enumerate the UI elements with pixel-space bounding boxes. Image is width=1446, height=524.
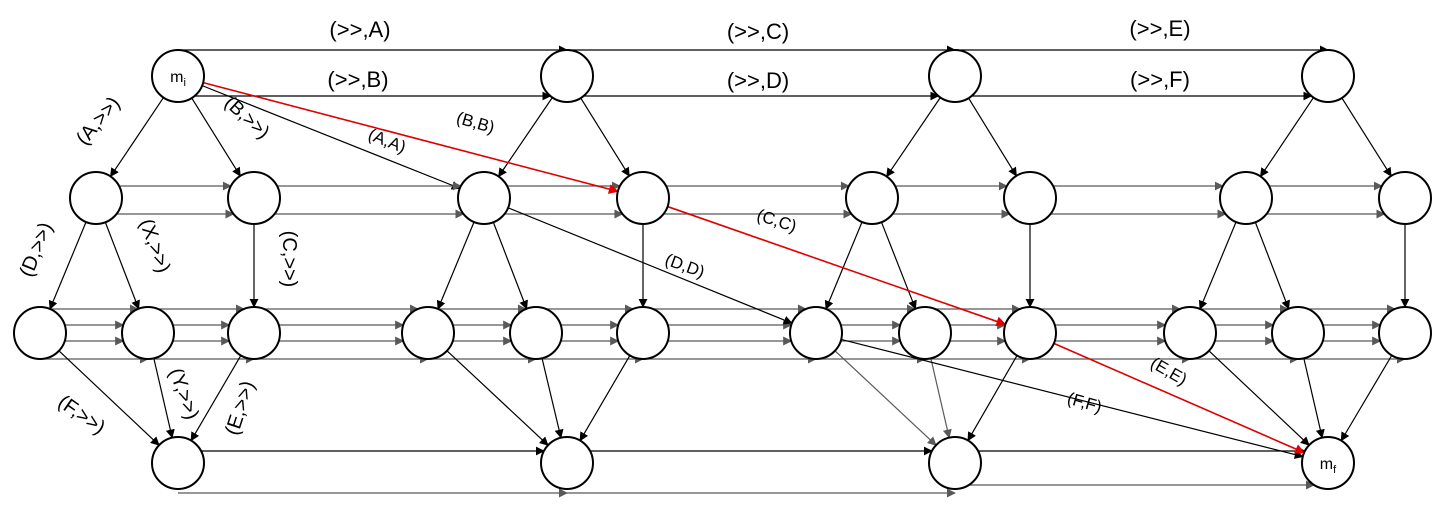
state-node-r2c5 [509,306,563,360]
state-node-r2c12 [1378,306,1432,360]
edge [191,97,241,177]
edge [880,221,917,310]
edge-label-cm: (C,>>) [278,231,300,288]
state-node-r2c11 [1271,306,1325,360]
state-node-r2c8 [898,306,952,360]
edge [190,355,242,442]
highlighted-edge [202,81,619,194]
state-node-t2 [540,49,594,103]
state-node-mf [1301,436,1355,490]
state-node-r2c4 [401,306,455,360]
state-node-r1c8 [1378,171,1432,225]
edge [1208,350,1310,446]
edge [436,221,475,310]
edges [40,45,1410,498]
edge-label-em: (E,>>) [221,378,259,438]
edge-label-mb: (>>,B) [327,67,388,92]
state-node-mi [151,49,205,103]
edge [580,97,630,177]
edge [541,358,564,439]
state-node-r2c9 [1003,306,1057,360]
edge [1260,97,1314,178]
edge [153,358,175,439]
edge [824,221,863,310]
edge [968,97,1017,177]
edge-label-bm: (B,>>) [220,92,273,143]
state-node-b2 [540,436,594,490]
edge [930,358,952,439]
highlighted-edge [667,205,1007,327]
node-label-mi: mi [170,69,186,89]
edge-label-fm: (F,>>) [54,391,109,439]
edge [886,97,941,178]
edge [1341,97,1392,177]
edge-label-mf: (>>,F) [1130,67,1190,92]
state-node-r2c7 [789,306,843,360]
state-node-r1c2 [227,171,281,225]
edge [498,97,553,178]
state-node-r2c6 [616,306,670,360]
state-node-r1c6 [1003,171,1057,225]
edge-label-aa: (A,A) [366,125,409,157]
node-label-mf: mf [1320,456,1337,476]
edge [507,207,793,325]
edge-label-cc: (C,C) [754,205,798,236]
edge-label-am: (A,>>) [72,93,125,150]
edge [48,221,87,310]
edge [58,350,160,446]
edge [1198,221,1237,310]
edge-label-xm: (X,>>) [135,216,175,276]
state-node-r2c1 [13,306,67,360]
edge [1254,222,1290,310]
state-node-r2c3 [227,306,281,360]
state-node-t4 [1301,49,1355,103]
state-node-r1c5 [845,171,899,225]
edge [579,355,631,442]
edge-label-mc: (>>,C) [727,19,789,44]
state-node-r1c4 [616,171,670,225]
edge [104,222,140,310]
edge-label-dm: (D,>>) [16,219,58,280]
state-node-b1 [151,436,205,490]
edge [1340,355,1393,442]
state-node-r1c7 [1219,171,1273,225]
edge [201,85,461,190]
edge [967,355,1018,442]
edge-label-ym: (Y,>>) [164,365,203,422]
edge-label-dd: (D,D) [663,250,708,282]
edge [1303,358,1325,439]
edge [110,97,164,178]
edge [446,350,549,446]
edge-label-ma: (>>,A) [329,17,390,42]
state-node-r1c1 [69,171,123,225]
edge-label-ff: (F,F) [1065,389,1104,417]
edge [834,350,937,446]
edge-label-me: (>>,E) [1129,16,1190,41]
state-node-r2c10 [1163,306,1217,360]
state-node-t3 [928,49,982,103]
edge [492,222,528,310]
state-node-r1c3 [457,171,511,225]
edge-label-bb: (B,B) [454,108,496,137]
highlighted-edge [1053,342,1306,454]
edge-label-md: (>>,D) [727,68,789,93]
state-node-r2c2 [121,306,175,360]
nodes: mi mf [13,49,1432,490]
state-node-b3 [928,436,982,490]
